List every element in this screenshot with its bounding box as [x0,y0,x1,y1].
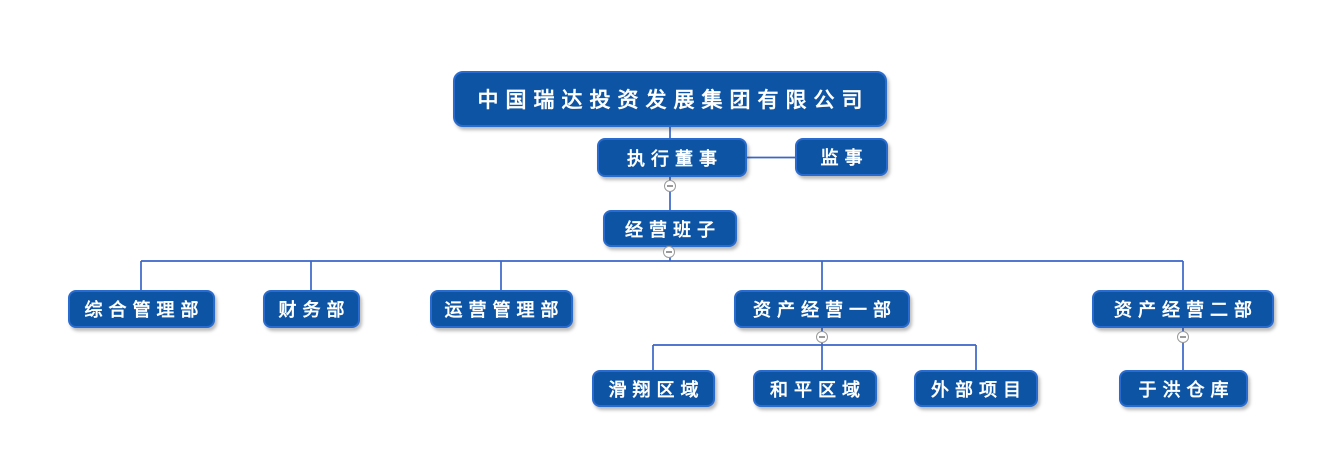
org-node-label: 资产经营二部 [1114,300,1258,321]
org-node-huaxiang-area[interactable]: 滑翔区域 [592,370,715,407]
org-node-management-team[interactable]: 经营班子 [603,210,737,247]
org-node-heping-area[interactable]: 和平区域 [753,370,877,407]
org-node-supervisor[interactable]: 监事 [795,138,888,176]
collapse-toggle-icon-executive-director[interactable] [664,180,676,192]
org-node-executive-director[interactable]: 执行董事 [597,138,747,177]
org-node-label: 于洪仓库 [1138,379,1235,401]
org-node-operations-management-dept[interactable]: 运营管理部 [430,290,573,328]
minus-glyph [667,185,673,187]
org-node-yuhong-warehouse[interactable]: 于洪仓库 [1119,370,1248,407]
org-node-asset-operations-dept-2[interactable]: 资产经营二部 [1092,290,1274,328]
org-node-label: 中国瑞达投资发展集团有限公司 [477,87,870,112]
collapse-toggle-icon-management-team[interactable] [663,246,675,258]
minus-glyph [819,336,825,338]
collapse-toggle-icon-asset-operations-dept-2[interactable] [1177,331,1189,343]
org-node-external-projects[interactable]: 外部项目 [914,370,1038,407]
org-node-label: 财务部 [278,300,351,321]
org-node-label: 运营管理部 [444,300,565,321]
minus-glyph [666,251,672,253]
org-node-label: 资产经营一部 [753,300,897,321]
org-node-asset-operations-dept-1[interactable]: 资产经营一部 [734,290,910,328]
org-node-label: 监事 [820,148,869,169]
org-node-label: 外部项目 [931,379,1027,401]
org-node-company[interactable]: 中国瑞达投资发展集团有限公司 [453,71,887,127]
org-node-label: 执行董事 [627,148,723,170]
org-node-label: 经营班子 [625,219,721,241]
org-node-label: 和平区域 [770,379,866,401]
org-node-label: 滑翔区域 [608,379,705,401]
collapse-toggle-icon-asset-operations-dept-1[interactable] [816,331,828,343]
minus-glyph [1180,336,1186,338]
org-node-label: 综合管理部 [84,300,205,321]
org-node-finance-dept[interactable]: 财务部 [263,290,360,328]
org-node-general-management-dept[interactable]: 综合管理部 [68,290,215,328]
